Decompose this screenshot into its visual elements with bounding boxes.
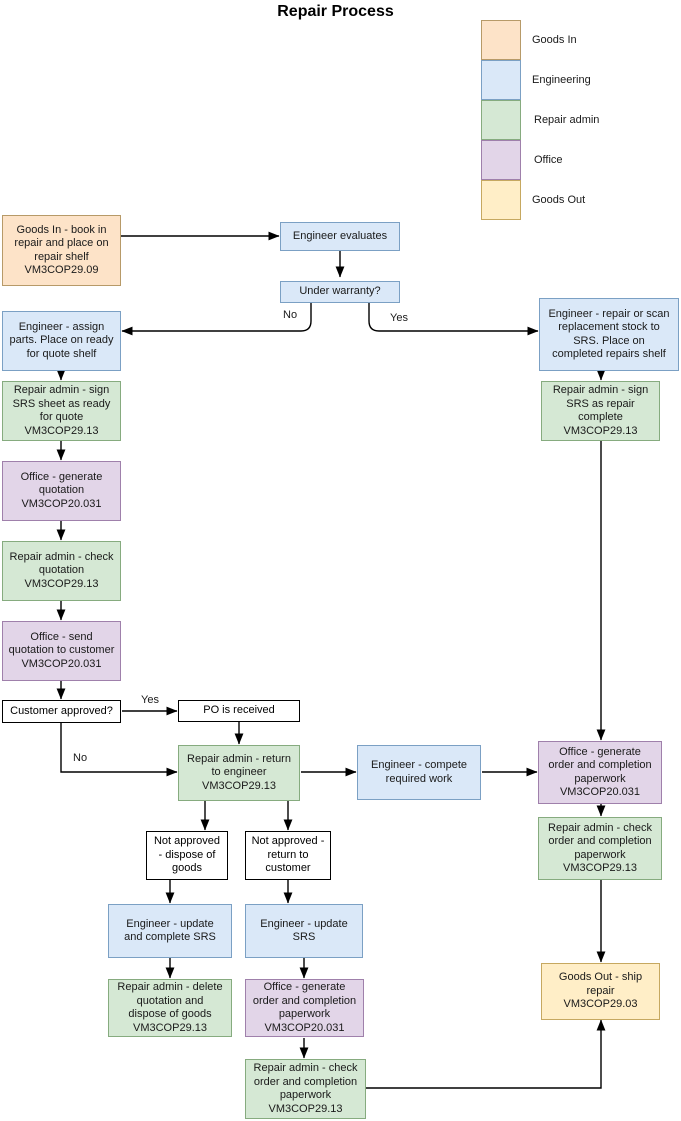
edge-label-warranty-yes: Yes — [390, 312, 408, 324]
node-admin-delete-quotation[interactable]: Repair admin - delete quotation and disp… — [108, 979, 232, 1037]
legend-label-goods-in: Goods In — [532, 34, 577, 46]
node-customer-approved-decision[interactable]: Customer approved? — [2, 700, 121, 723]
node-office-send-quotation[interactable]: Office - send quotation to customer VM3C… — [2, 621, 121, 681]
node-po-is-received[interactable]: PO is received — [178, 700, 300, 722]
page-title: Repair Process — [0, 3, 681, 21]
node-engineer-evaluates[interactable]: Engineer evaluates — [280, 222, 400, 251]
node-not-approved-return[interactable]: Not approved - return to customer — [245, 831, 331, 880]
node-office-generate-quotation[interactable]: Office - generate quotation VM3COP20.031 — [2, 461, 121, 521]
edge-label-approved-no: No — [73, 752, 88, 764]
node-goods-in-book-in[interactable]: Goods In - book in repair and place on r… — [2, 215, 121, 286]
legend-swatch-repair-admin — [481, 100, 521, 140]
legend-label-repair-admin: Repair admin — [534, 114, 600, 126]
legend-label-engineering: Engineering — [532, 74, 591, 86]
legend-swatch-goods-in — [481, 20, 521, 60]
node-admin-check-order-bottom[interactable]: Repair admin - check order and completio… — [245, 1059, 366, 1119]
node-admin-sign-srs-ready[interactable]: Repair admin - sign SRS sheet as ready f… — [2, 381, 121, 441]
node-engineer-compete-required-work[interactable]: Engineer - compete required work — [357, 745, 481, 800]
node-admin-sign-srs-repair-complete[interactable]: Repair admin - sign SRS as repair comple… — [541, 381, 660, 441]
legend-swatch-office — [481, 140, 521, 180]
legend-swatch-engineering — [481, 60, 521, 100]
node-admin-check-order-right[interactable]: Repair admin - check order and completio… — [538, 817, 662, 880]
node-admin-return-to-engineer[interactable]: Repair admin - return to engineer VM3COP… — [178, 745, 300, 801]
node-office-generate-order-right[interactable]: Office - generate order and completion p… — [538, 741, 662, 804]
node-engineer-repair-or-scan[interactable]: Engineer - repair or scan replacement st… — [539, 298, 679, 371]
node-engineer-assign-parts[interactable]: Engineer - assign parts. Place on ready … — [2, 311, 121, 371]
node-admin-check-quotation[interactable]: Repair admin - check quotation VM3COP29.… — [2, 541, 121, 601]
legend-label-goods-out: Goods Out — [532, 194, 586, 206]
node-engineer-update-srs[interactable]: Engineer - update SRS — [245, 904, 363, 958]
node-goods-out-ship-repair[interactable]: Goods Out - ship repair VM3COP29.03 — [541, 963, 660, 1020]
legend-swatch-goods-out — [481, 180, 521, 220]
node-office-generate-order-bottom[interactable]: Office - generate order and completion p… — [245, 979, 364, 1037]
legend-label-office: Office — [534, 154, 563, 166]
node-under-warranty-decision[interactable]: Under warranty? — [280, 281, 400, 303]
page-title-text: Repair Process — [277, 3, 394, 20]
node-engineer-update-complete-srs[interactable]: Engineer - update and complete SRS — [108, 904, 232, 958]
edge-label-approved-yes: Yes — [141, 694, 159, 706]
edge-label-warranty-no: No — [283, 309, 298, 321]
node-not-approved-dispose[interactable]: Not approved - dispose of goods — [146, 831, 228, 880]
